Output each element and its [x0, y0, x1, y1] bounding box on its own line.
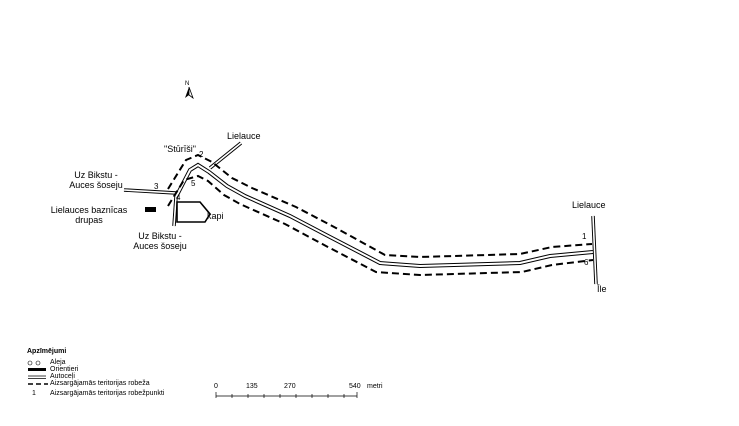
boundary-point-3: 3 — [154, 182, 159, 191]
scale-tick-540: 540 — [349, 383, 361, 390]
scale-tick-0: 0 — [214, 383, 218, 390]
boundary-point-1: 1 — [582, 232, 587, 241]
north-arrow-icon — [185, 86, 194, 100]
legend-label-point: Aizsargājamās teritorijas robežpunkti — [50, 390, 165, 397]
scale-bar — [215, 392, 358, 398]
place-uz-bikstu-south: Uz Bikstu - Auces šoseju — [127, 231, 193, 251]
place-uz-bikstu-south-line1: Uz Bikstu - — [138, 231, 182, 241]
legend-symbol-point: 1 — [32, 390, 36, 397]
legend-label-alley: Aleja — [50, 359, 66, 366]
cemetery-outline — [176, 201, 211, 223]
boundary-point-6: 6 — [584, 258, 589, 267]
legend-alley-icon — [27, 360, 41, 366]
place-uz-bikstu-west-line1: Uz Bikstu - — [74, 170, 118, 180]
alley-road — [174, 162, 594, 269]
boundary-point-5: 5 — [191, 179, 196, 188]
scale-unit: metri — [367, 383, 383, 390]
north-label: N — [185, 81, 190, 87]
place-uz-bikstu-west-line2: Auces šoseju — [69, 180, 123, 190]
boundary-point-4: 4 — [176, 193, 181, 202]
boundary-south — [167, 174, 594, 277]
church-ruins-landmark — [145, 207, 156, 212]
road-bikstu-west — [123, 188, 177, 195]
place-lielauce-east: Lielauce — [572, 200, 606, 210]
legend-road-icon — [28, 375, 46, 379]
road-bikstu-south — [172, 196, 178, 227]
legend-landmark-icon — [28, 368, 46, 371]
place-ile: Īle — [597, 284, 607, 294]
place-church-ruins-line2: drupas — [75, 215, 103, 225]
legend-label-road: Autoceļi — [50, 373, 75, 380]
place-uz-bikstu-west: Uz Bikstu - Auces šoseju — [63, 170, 129, 190]
place-sturisi: "Stūrīši" — [164, 144, 196, 154]
scale-tick-135: 135 — [246, 383, 258, 390]
legend-label-boundary: Aizsargājamās teritorijas robeža — [50, 380, 150, 387]
place-uz-bikstu-south-line2: Auces šoseju — [133, 241, 187, 251]
legend-label-landmark: Orientieri — [50, 366, 79, 373]
boundary-north — [167, 153, 593, 259]
place-church-ruins-line1: Lielauces baznīcas — [50, 205, 128, 215]
boundary-point-2: 2 — [199, 150, 204, 159]
place-kapi: kapi — [207, 211, 224, 221]
place-lielauce-north: Lielauce — [227, 131, 261, 141]
legend-title: Apzīmējumi — [27, 348, 67, 355]
road-lielauce-ile — [591, 215, 598, 285]
scale-tick-270: 270 — [284, 383, 296, 390]
place-church-ruins: Lielauces baznīcas drupas — [39, 205, 139, 225]
